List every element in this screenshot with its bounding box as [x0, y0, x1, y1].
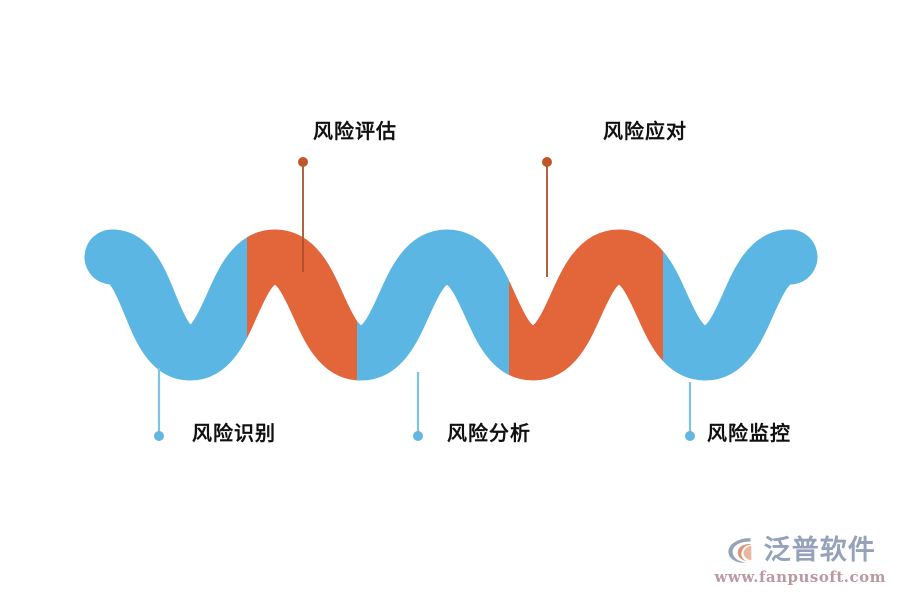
connector-dot-analyze — [413, 431, 423, 441]
fanpu-logo-icon — [728, 538, 752, 563]
stage-label-respond: 风险应对 — [603, 119, 687, 143]
watermark-url: www.fanpusoft.com — [714, 568, 886, 586]
watermark-brand: 泛普软件 — [763, 534, 876, 566]
connector-monitor — [685, 382, 695, 441]
connector-identify — [154, 368, 164, 441]
connector-dot-identify — [154, 431, 164, 441]
connector-assess — [298, 157, 308, 272]
watermark: 泛普软件 www.fanpusoft.com — [714, 533, 887, 587]
stage-label-analyze: 风险分析 — [447, 421, 531, 445]
connector-analyze — [413, 372, 423, 441]
stage-label-assess: 风险评估 — [313, 119, 397, 143]
ribbon — [112, 257, 790, 353]
stage-label-identify: 风险识别 — [192, 421, 276, 445]
connector-dot-monitor — [685, 431, 695, 441]
connector-respond — [542, 157, 552, 277]
connectors — [154, 157, 695, 441]
connector-dot-assess — [298, 157, 308, 167]
connector-dot-respond — [542, 157, 552, 167]
stage-label-monitor: 风险监控 — [707, 421, 791, 445]
